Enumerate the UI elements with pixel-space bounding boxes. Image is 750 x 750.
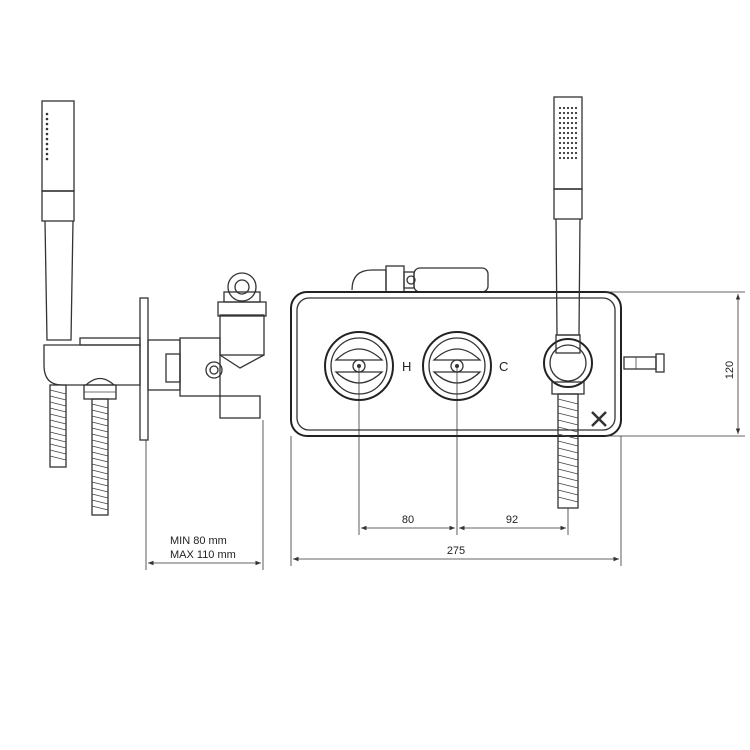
front-hose	[557, 393, 579, 509]
front-right-pipe	[623, 353, 665, 373]
front-top-pipes	[351, 265, 489, 293]
dim-cold-to-handset: 92	[506, 514, 518, 526]
side-spray-holes	[45, 112, 49, 161]
dim-total-width: 275	[447, 545, 465, 557]
dim-plate-height: 120	[724, 361, 736, 379]
dim-hot-to-cold: 80	[402, 514, 414, 526]
hot-label: H	[402, 359, 411, 374]
front-spray-holes	[558, 106, 578, 160]
handset-holder	[543, 334, 593, 395]
front-handset	[553, 96, 583, 336]
cross-logo-icon	[591, 411, 607, 427]
cold-label: C	[499, 359, 508, 374]
side-hose-left	[49, 384, 67, 468]
side-handset	[41, 100, 75, 341]
side-wall-plate	[139, 297, 149, 441]
side-hose-right	[91, 398, 109, 516]
depth-min-label: MIN 80 mm	[170, 535, 227, 547]
side-view: MIN 80 mm MAX 110 mm	[41, 100, 267, 570]
front-wall-plate	[290, 291, 622, 437]
depth-max-label: MAX 110 mm	[170, 549, 236, 561]
front-view: H C	[290, 96, 745, 566]
